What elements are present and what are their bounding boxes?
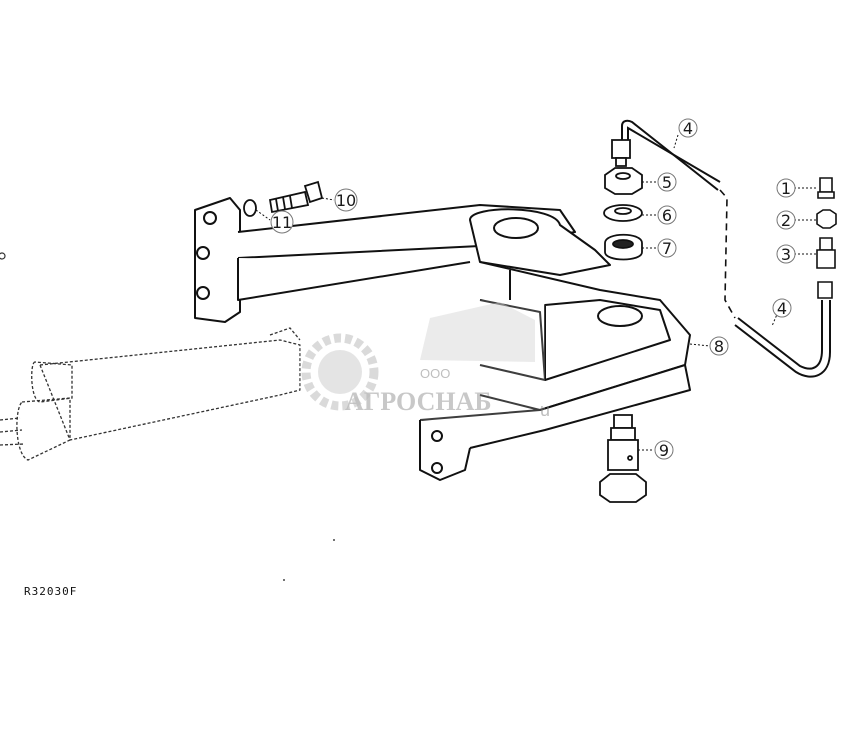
gear-icon (301, 333, 379, 411)
watermark-name: АГРОСНАБ (345, 387, 492, 416)
watermark: ООО АГРОСНАБ u (300, 300, 550, 420)
callout-8: 8 (714, 337, 724, 356)
washer-part (243, 199, 257, 217)
right-fittings (816, 177, 837, 299)
pin-part (599, 414, 647, 503)
figure-reference-code: R32030F (24, 585, 78, 598)
callout-3: 3 (781, 245, 791, 264)
callout-4-upper: 4 (683, 119, 693, 138)
bolt-part (268, 180, 324, 214)
callout-4-lower: 4 (777, 299, 787, 318)
callout-7: 7 (662, 239, 672, 258)
callout-markers (270, 118, 796, 460)
fitting-stack (603, 139, 643, 261)
hidden-part-edge (0, 252, 6, 260)
cylinder-outline (0, 327, 301, 461)
watermark-prefix: ООО (420, 366, 450, 381)
lubrication-line (621, 119, 721, 191)
callout-5: 5 (662, 173, 672, 192)
callout-6: 6 (662, 206, 672, 225)
callout-9: 9 (659, 441, 669, 460)
leader-lines (255, 134, 818, 451)
combine-harvester-icon (420, 302, 535, 362)
watermark-tail: u (540, 400, 550, 420)
callout-11: 11 (272, 213, 292, 232)
callout-1: 1 (781, 179, 791, 198)
lower-line (734, 300, 831, 378)
gear-hub-icon (318, 350, 362, 394)
line-continuation (719, 189, 736, 319)
callout-2: 2 (781, 211, 791, 230)
callout-10: 10 (336, 191, 356, 210)
